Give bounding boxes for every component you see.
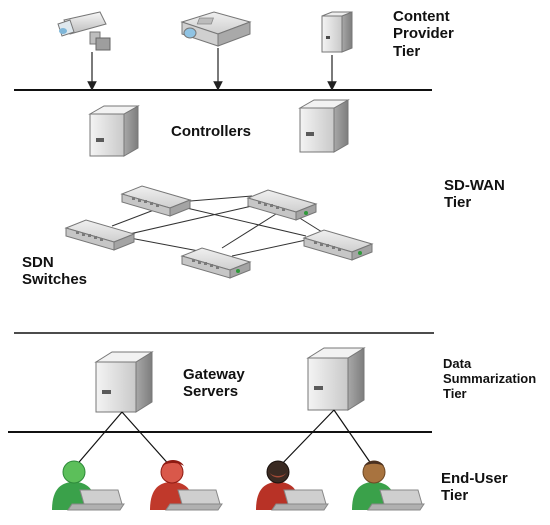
- user-laptop-icon: [52, 460, 125, 511]
- controller-server-right: [298, 99, 350, 153]
- user-laptop-icon: [352, 460, 425, 511]
- security-camera-icon: [57, 11, 111, 51]
- content-provider-tier-label: Content Provider Tier: [393, 8, 454, 60]
- network-switch-bottom: [180, 247, 252, 279]
- network-switch-left: [64, 219, 136, 251]
- network-switch-right: [302, 229, 374, 261]
- user-laptop-icon: [256, 460, 329, 511]
- sdwan-tier-label: SD-WAN Tier: [444, 177, 505, 212]
- gateway-user-links: [73, 409, 375, 469]
- server-tower-icon: [321, 11, 353, 53]
- network-switch-top-left: [120, 185, 192, 217]
- network-switch-top-right: [246, 189, 318, 221]
- gateway-server-right: [306, 347, 366, 411]
- data-summarization-tier-label: Data Summarization Tier: [443, 356, 537, 401]
- gateway-server-left: [94, 351, 154, 413]
- controllers-label: Controllers: [171, 123, 252, 140]
- user-laptop-icon: [150, 460, 223, 511]
- end-user-tier-label: End-User Tier: [441, 470, 508, 505]
- projector-icon: [180, 11, 252, 47]
- gateway-servers-label: Gateway Servers: [183, 366, 245, 401]
- sdn-switches-label: SDN Switches: [22, 254, 88, 289]
- controller-server-left: [88, 105, 140, 157]
